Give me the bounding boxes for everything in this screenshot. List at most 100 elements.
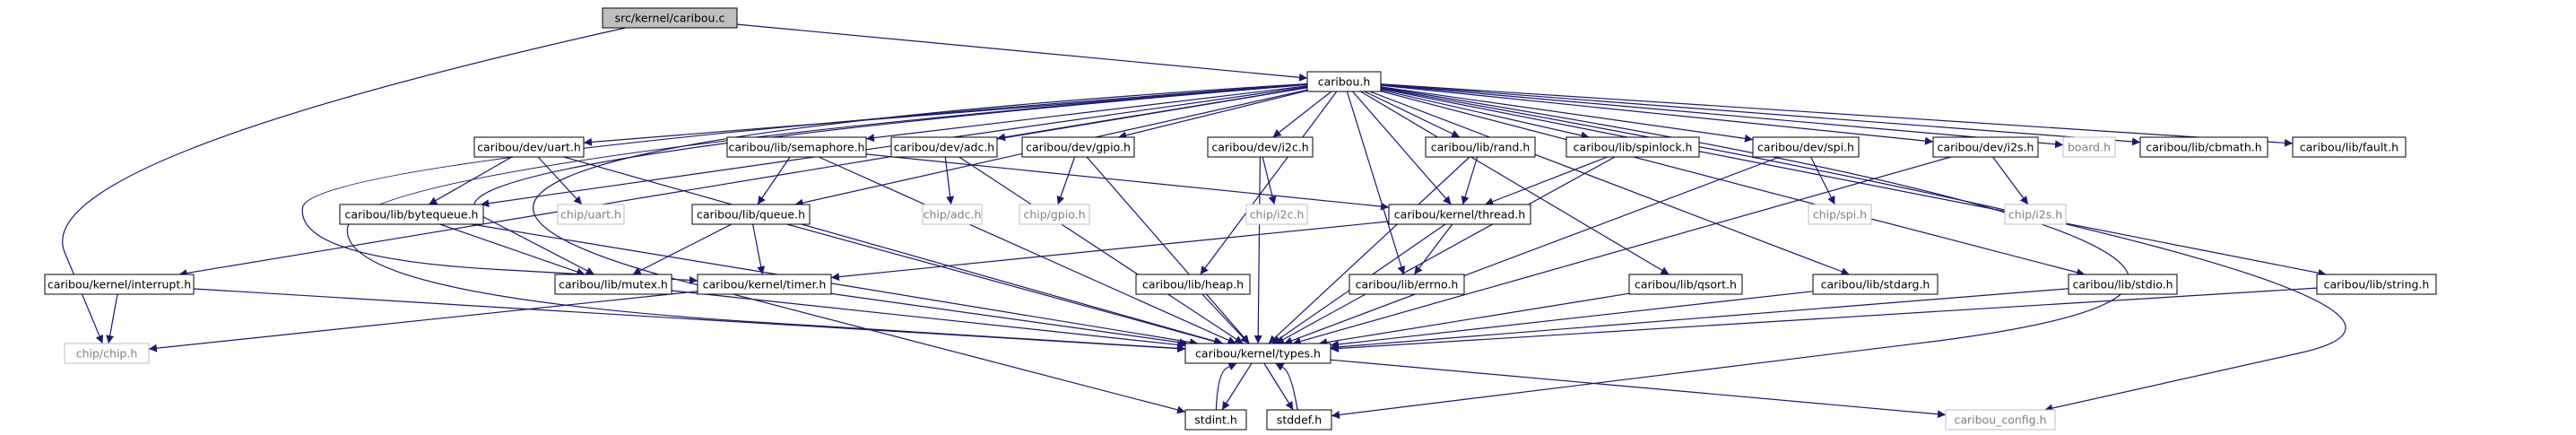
edge-layer <box>62 23 2346 419</box>
node-caribou-lib-queue-h[interactable]: caribou/lib/queue.h <box>691 204 811 225</box>
node-chip-chip-h: chip/chip.h <box>64 343 150 364</box>
node-box <box>1266 409 1332 431</box>
node-label: caribou/dev/spi.h <box>1757 141 1854 154</box>
node-caribou-lib-qsort-h[interactable]: caribou/lib/qsort.h <box>1628 274 1743 295</box>
node-caribou-lib-semaphore-h[interactable]: caribou/lib/semaphore.h <box>726 136 867 158</box>
node-box <box>1808 204 1872 225</box>
node-box <box>1752 136 1860 158</box>
node-label: caribou/lib/heap.h <box>1142 278 1244 291</box>
node-stdint-h[interactable]: stdint.h <box>1184 409 1247 431</box>
node-caribou-lib-cbmath-h[interactable]: caribou/lib/cbmath.h <box>2139 136 2268 158</box>
node-caribou-config-h: caribou_config.h <box>1945 409 2056 431</box>
node-stddef-h[interactable]: stddef.h <box>1266 409 1332 431</box>
edge-caribou-h-to-caribou-dev-adc-h <box>996 87 1308 142</box>
node-caribou-lib-rand-h[interactable]: caribou/lib/rand.h <box>1425 136 1536 158</box>
node-label: caribou/lib/fault.h <box>2300 141 2398 154</box>
node-src-kernel-caribou-c[interactable]: src/kernel/caribou.c <box>602 7 738 29</box>
edge-caribou-dev-uart-h-to-caribou-lib-bytequeue-h <box>428 156 513 205</box>
node-caribou-lib-spinlock-h[interactable]: caribou/lib/spinlock.h <box>1566 136 1700 158</box>
node-label: chip/i2c.h <box>1250 208 1305 222</box>
edge-caribou-lib-queue-h-to-caribou-kernel-types-h <box>786 223 1223 345</box>
node-label: caribou/lib/errno.h <box>1356 278 1459 291</box>
node-box <box>2139 136 2268 158</box>
node-box <box>554 274 672 295</box>
edge-caribou-h-to-caribou-lib-stdio-h <box>1380 91 2086 277</box>
node-label: board.h <box>2068 141 2111 154</box>
node-label: caribou/dev/gpio.h <box>1026 141 1131 154</box>
edge-caribou-h-to-caribou-dev-gpio-h <box>1118 90 1308 140</box>
node-caribou-dev-uart-h[interactable]: caribou/dev/uart.h <box>473 136 585 158</box>
node-caribou-kernel-thread-h[interactable]: caribou/kernel/thread.h <box>1388 204 1531 225</box>
edge-caribou-lib-bytequeue-h-to-caribou-kernel-types-h <box>471 223 1199 346</box>
node-caribou-kernel-timer-h[interactable]: caribou/kernel/timer.h <box>697 274 832 295</box>
node-caribou-lib-fault-h[interactable]: caribou/lib/fault.h <box>2292 136 2407 158</box>
node-label: caribou/lib/stdio.h <box>2072 278 2173 291</box>
node-label: caribou/lib/qsort.h <box>1635 278 1737 291</box>
edge-caribou-dev-gpio-h-to-chip-gpio-h <box>1056 156 1076 205</box>
node-label: src/kernel/caribou.c <box>615 12 725 25</box>
edge-caribou-lib-mutex-h-to-caribou-kernel-types-h <box>671 290 1186 349</box>
node-caribou-lib-mutex-h[interactable]: caribou/lib/mutex.h <box>554 274 672 295</box>
node-box <box>890 136 998 158</box>
edge-caribou-h-to-caribou-lib-fault-h <box>1380 83 2294 147</box>
node-box <box>339 204 484 225</box>
node-label: caribou/kernel/interrupt.h <box>48 278 191 291</box>
edge-caribou-lib-spinlock-h-to-caribou-kernel-thread-h <box>1485 156 1608 205</box>
edge-caribou-lib-semaphore-h-to-caribou-lib-queue-h <box>757 156 791 205</box>
edge-caribou-lib-stdarg-h-to-caribou-kernel-types-h <box>1330 291 1814 349</box>
edge-caribou-lib-heap-h-to-caribou-kernel-types-h <box>1201 293 1250 344</box>
node-box <box>1135 274 1251 295</box>
node-label: chip/spi.h <box>1813 208 1867 222</box>
edge-caribou-h-to-caribou-lib-cbmath-h <box>1380 83 2141 146</box>
node-caribou-lib-heap-h[interactable]: caribou/lib/heap.h <box>1135 274 1251 295</box>
node-label: chip/chip.h <box>76 347 138 361</box>
node-caribou-lib-stdarg-h[interactable]: caribou/lib/stdarg.h <box>1812 274 1939 295</box>
edge-caribou-h-to-caribou-lib-semaphore-h <box>865 85 1308 143</box>
node-box <box>1628 274 1743 295</box>
node-caribou-lib-bytequeue-h[interactable]: caribou/lib/bytequeue.h <box>339 204 484 225</box>
node-label: caribou/lib/cbmath.h <box>2146 141 2261 154</box>
node-caribou-lib-errno-h[interactable]: caribou/lib/errno.h <box>1349 274 1465 295</box>
edge-caribou-kernel-timer-h-to-caribou-kernel-types-h <box>830 292 1188 347</box>
node-box <box>2004 204 2067 225</box>
node-label: chip/uart.h <box>560 208 621 222</box>
edge-caribou-h-to-caribou-lib-errno-h <box>1346 91 1406 275</box>
node-box <box>1812 274 1939 295</box>
edge-caribou-dev-adc-h-to-chip-adc-h <box>944 156 955 205</box>
node-caribou-h[interactable]: caribou.h <box>1306 71 1382 92</box>
edge-caribou-kernel-types-h-to-stdint-h <box>1221 362 1253 411</box>
edge-caribou-h-to-caribou-dev-spi-h <box>1380 86 1754 143</box>
node-box <box>922 204 983 225</box>
node-box <box>557 204 625 225</box>
node-box <box>1184 409 1247 431</box>
node-caribou-dev-adc-h[interactable]: caribou/dev/adc.h <box>890 136 998 158</box>
node-caribou-dev-i2c-h[interactable]: caribou/dev/i2c.h <box>1207 136 1314 158</box>
node-caribou-lib-string-h[interactable]: caribou/lib/string.h <box>2316 274 2437 295</box>
edge-caribou-dev-i2s-h-to-caribou-kernel-types-h <box>1292 156 1951 345</box>
node-box <box>2316 274 2437 295</box>
node-label: caribou/kernel/thread.h <box>1394 208 1525 222</box>
node-caribou-kernel-interrupt-h[interactable]: caribou/kernel/interrupt.h <box>44 274 195 295</box>
node-box <box>602 7 738 29</box>
node-box <box>44 274 195 295</box>
node-caribou-dev-i2s-h[interactable]: caribou/dev/i2s.h <box>1932 136 2039 158</box>
edge-caribou-lib-string-h-to-caribou-kernel-types-h <box>1330 287 2318 352</box>
node-box <box>64 343 150 364</box>
edge-caribou-kernel-interrupt-h-to-chip-chip-h <box>106 293 118 344</box>
node-caribou-dev-gpio-h[interactable]: caribou/dev/gpio.h <box>1021 136 1135 158</box>
node-label: caribou/lib/spinlock.h <box>1574 141 1693 154</box>
node-caribou-kernel-types-h[interactable]: caribou/kernel/types.h <box>1184 343 1331 364</box>
node-label: caribou/lib/queue.h <box>697 208 805 222</box>
node-board-h: board.h <box>2062 136 2116 158</box>
node-chip-spi-h: chip/spi.h <box>1808 204 1872 225</box>
edge-caribou-lib-spinlock-h-to-caribou-kernel-types-h <box>1275 156 1616 344</box>
edge-caribou-kernel-thread-h-to-caribou-kernel-timer-h <box>830 221 1390 282</box>
edge-caribou-h-to-caribou-lib-rand-h <box>1364 91 1461 138</box>
node-caribou-lib-stdio-h[interactable]: caribou/lib/stdio.h <box>2068 274 2178 295</box>
edge-caribou-h-to-caribou-lib-stdarg-h <box>1369 91 1850 275</box>
node-caribou-dev-spi-h[interactable]: caribou/dev/spi.h <box>1752 136 1860 158</box>
node-chip-gpio-h: chip/gpio.h <box>1019 204 1090 225</box>
edge-caribou-kernel-thread-h-to-caribou-lib-errno-h <box>1413 223 1453 275</box>
edge-caribou-dev-i2s-h-to-chip-i2s-h <box>1992 156 2029 205</box>
